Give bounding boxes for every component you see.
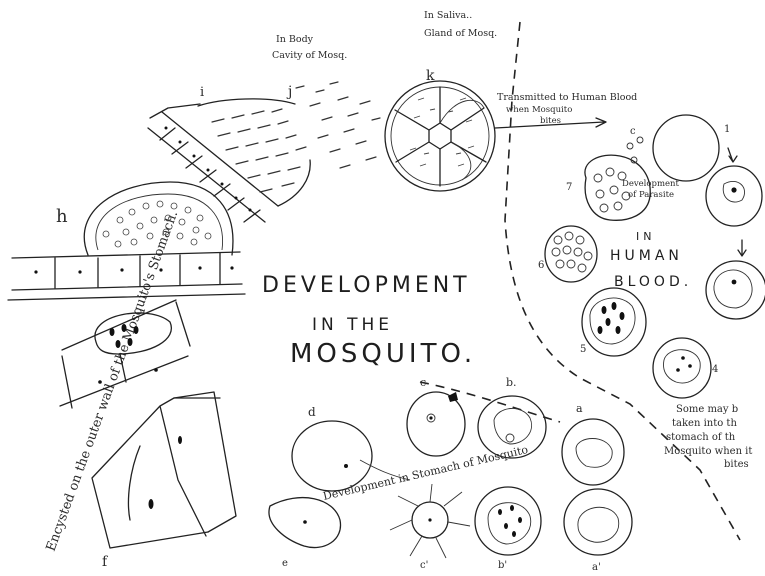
some-may-line-4: Mosquito when it [664,446,752,457]
label-4: 4 [712,364,718,375]
blood-line-3: BLOOD. [614,274,692,290]
encysted-sporocyst-figure: h [8,182,245,300]
salivary-line-2: Gland of Mosq. [424,28,497,39]
some-may-note: Some may b taken into th stomach of th M… [664,404,752,470]
label-6: 6 [538,260,544,271]
label-c-top: c [420,376,426,389]
label-h: h [56,206,68,227]
some-may-line-1: Some may b [676,404,738,415]
label-d: d [308,405,316,419]
title-line-2: IN THE [312,315,393,335]
transmit-caption: Transmitted to Human Blood when Mosquito… [495,92,637,128]
label-7: 7 [566,182,572,193]
human-blood-cycle: IN HUMAN BLOOD. 1 4 5 [538,115,765,398]
label-b: b. [506,376,517,389]
label-i: i [200,85,204,100]
blood-line-2: HUMAN [610,248,683,264]
stomach-dev-label: Development in Stomach of Mosquito [322,443,530,503]
outer-wall-label: Encysted on the outer wall of the Mosqui… [44,209,182,554]
dev-parasite-line-1: Development [622,179,680,189]
some-may-line-2: taken into th [672,418,737,429]
label-c-cluster: c [630,126,636,137]
title-line-1: DEVELOPMENT [262,273,471,298]
label-k: k [426,68,435,84]
title-line-3: MOSQUITO. [290,339,476,369]
blood-line-1: IN [636,230,655,243]
stomach-development-figures: d c b. a e c' b' [269,376,632,573]
label-b-prime: b' [498,560,507,571]
dev-parasite-line-2: of Parasite [628,190,674,200]
label-e: e [282,558,288,569]
divider-line-lower [420,382,560,422]
salivary-line-1: In Saliva.. [424,10,472,21]
sporozoite-release-figure: i j [148,82,380,222]
label-1: 1 [724,124,730,135]
salivary-gland-figure: k [385,68,495,191]
transmit-line-2: when Mosquito [506,105,572,115]
main-title: DEVELOPMENT IN THE MOSQUITO. [262,273,476,369]
transmit-line-1: Transmitted to Human Blood [497,92,637,103]
label-c-prime: c' [420,560,428,571]
body-cavity-line-1: In Body [276,34,314,45]
label-j: j [286,84,292,100]
label-f: f [102,554,109,570]
body-cavity-line-2: Cavity of Mosq. [272,50,347,61]
label-5: 5 [580,344,586,355]
label-a-prime: a' [592,562,601,573]
some-may-line-5: bites [724,459,749,470]
label-a: a [576,402,583,415]
some-may-line-3: stomach of th [666,432,736,443]
